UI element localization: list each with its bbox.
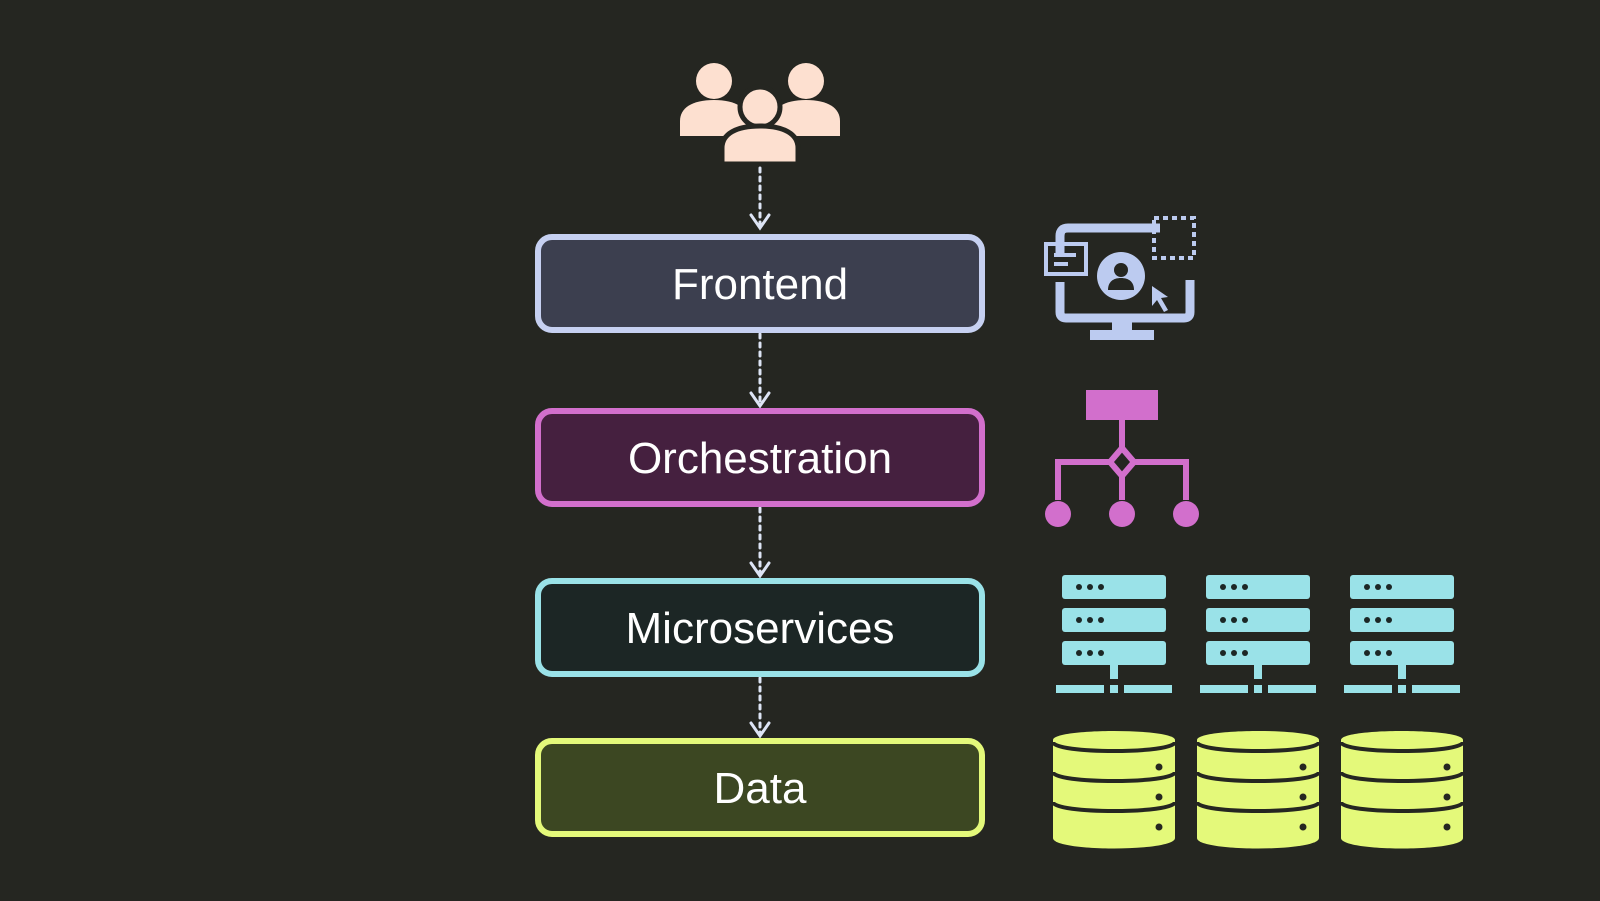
- hierarchy-tree-icon: [1045, 390, 1199, 527]
- connector-microservices-data: [749, 676, 771, 739]
- layer-label-microservices: Microservices: [626, 604, 895, 653]
- layer-label-orchestration: Orchestration: [628, 434, 892, 483]
- connector-users-frontend: [749, 166, 771, 231]
- users-group-icon: [680, 63, 840, 167]
- layer-box-frontend: Frontend: [535, 234, 985, 333]
- layer-box-microservices: Microservices: [535, 578, 985, 677]
- connector-orchestration-microservices: [749, 506, 771, 579]
- layer-box-orchestration: Orchestration: [535, 408, 985, 507]
- database-icon: [1195, 729, 1321, 851]
- layer-label-data: Data: [714, 764, 807, 813]
- layer-box-data: Data: [535, 738, 985, 837]
- database-icon: [1339, 729, 1465, 851]
- monitor-user-icon: [1044, 216, 1196, 340]
- connector-frontend-orchestration: [749, 332, 771, 409]
- layer-label-frontend: Frontend: [672, 260, 848, 309]
- database-icon: [1051, 729, 1177, 851]
- database-icon-group: [1051, 729, 1465, 851]
